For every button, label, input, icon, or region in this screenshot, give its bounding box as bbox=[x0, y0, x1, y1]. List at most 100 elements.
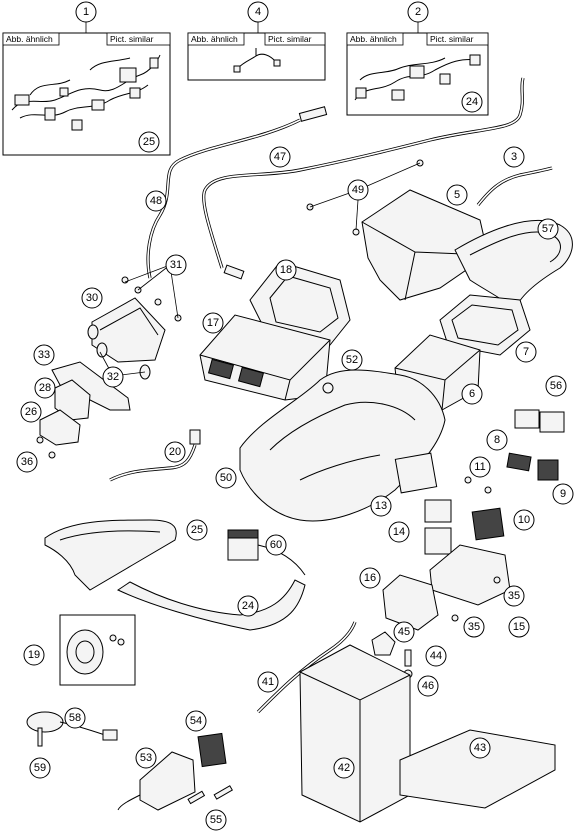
svg-text:10: 10 bbox=[518, 514, 530, 526]
part-9-connector bbox=[537, 459, 559, 481]
svg-text:59: 59 bbox=[34, 762, 46, 774]
callout-33: 33 bbox=[33, 344, 55, 366]
callout-32: 32 bbox=[102, 366, 124, 388]
part-36-screws bbox=[36, 436, 56, 459]
callout-50: 50 bbox=[215, 467, 237, 489]
svg-text:14: 14 bbox=[393, 526, 405, 538]
inset-panel-wiring-harness-main: Abb. ähnlich Pict. similar bbox=[2, 22, 171, 156]
cable-47 bbox=[202, 77, 525, 280]
part-10-relay bbox=[471, 507, 505, 541]
callout-20: 20 bbox=[164, 441, 186, 463]
part-14-fuses bbox=[424, 499, 452, 555]
part-58-sensor bbox=[26, 711, 118, 741]
svg-text:11: 11 bbox=[474, 461, 485, 473]
part-28-relay bbox=[54, 379, 91, 421]
part-43-pad bbox=[399, 729, 556, 809]
svg-text:8: 8 bbox=[494, 434, 500, 446]
svg-text:31: 31 bbox=[170, 259, 182, 271]
callout-4: 4 bbox=[247, 1, 269, 23]
svg-text:48: 48 bbox=[150, 195, 162, 207]
callout-45: 45 bbox=[393, 621, 415, 643]
callout-41: 41 bbox=[257, 671, 279, 693]
part-53-module bbox=[117, 751, 196, 811]
svg-text:1: 1 bbox=[83, 6, 89, 18]
callout-35: 35 bbox=[503, 585, 525, 607]
inset-left-label-de: Abb. ähnlich bbox=[6, 34, 53, 44]
svg-text:35: 35 bbox=[508, 590, 520, 602]
part-45-terminal bbox=[371, 631, 396, 656]
callout-54: 54 bbox=[185, 710, 207, 732]
callout-14: 14 bbox=[388, 521, 410, 543]
part-33-bracket bbox=[51, 361, 131, 411]
callout-26: 26 bbox=[20, 401, 42, 423]
svg-text:9: 9 bbox=[560, 488, 566, 500]
part-50-tray bbox=[239, 369, 446, 522]
inset-right-label-en: Pict. similar bbox=[430, 34, 474, 44]
callout-52: 52 bbox=[341, 349, 363, 371]
svg-text:32: 32 bbox=[107, 371, 119, 383]
callout-57: 57 bbox=[537, 218, 559, 240]
svg-text:13: 13 bbox=[375, 500, 387, 512]
cable-41 bbox=[256, 621, 357, 714]
part-59-screw bbox=[37, 727, 43, 747]
callout-60: 60 bbox=[265, 534, 287, 556]
svg-text:20: 20 bbox=[169, 446, 181, 458]
svg-text:7: 7 bbox=[523, 346, 529, 358]
svg-text:24: 24 bbox=[466, 96, 478, 108]
svg-text:28: 28 bbox=[39, 382, 51, 394]
part-11-nuts bbox=[464, 476, 492, 494]
svg-text:57: 57 bbox=[542, 223, 554, 235]
svg-text:44: 44 bbox=[430, 650, 442, 662]
callout-17: 17 bbox=[202, 312, 224, 334]
part-52-nut bbox=[322, 382, 334, 394]
svg-text:55: 55 bbox=[210, 814, 222, 826]
svg-text:17: 17 bbox=[207, 317, 219, 329]
svg-text:26: 26 bbox=[25, 406, 37, 418]
inset-left-label-en: Pict. similar bbox=[110, 34, 154, 44]
callout-19: 19 bbox=[23, 644, 45, 666]
svg-text:53: 53 bbox=[140, 752, 152, 764]
svg-text:35: 35 bbox=[468, 621, 480, 633]
callout-36: 36 bbox=[16, 451, 38, 473]
callout-56: 56 bbox=[545, 375, 567, 397]
callout-7: 7 bbox=[515, 341, 537, 363]
callout-58: 58 bbox=[64, 707, 86, 729]
svg-text:5: 5 bbox=[454, 189, 460, 201]
callout-9: 9 bbox=[552, 483, 574, 505]
part-60-relay bbox=[227, 529, 306, 576]
callout-49: 49 bbox=[347, 179, 369, 201]
callout-3: 3 bbox=[503, 146, 525, 168]
svg-text:25: 25 bbox=[191, 524, 203, 536]
callout-48: 48 bbox=[145, 190, 167, 212]
svg-text:58: 58 bbox=[69, 712, 81, 724]
callout-24: 24 bbox=[237, 595, 259, 617]
inset-right-label-de: Abb. ähnlich bbox=[350, 34, 397, 44]
svg-text:15: 15 bbox=[513, 621, 525, 633]
cable-3 bbox=[476, 166, 553, 206]
svg-text:41: 41 bbox=[262, 676, 274, 688]
callout-42: 42 bbox=[333, 757, 355, 779]
callout-47: 47 bbox=[269, 146, 291, 168]
callout-55: 55 bbox=[205, 809, 227, 831]
part-8-connector bbox=[506, 452, 532, 472]
svg-text:47: 47 bbox=[274, 151, 286, 163]
svg-text:42: 42 bbox=[338, 762, 350, 774]
svg-text:56: 56 bbox=[550, 380, 562, 392]
callout-46: 46 bbox=[417, 675, 439, 697]
callout-28: 28 bbox=[34, 377, 56, 399]
part-55-screws bbox=[187, 785, 233, 805]
part-54-cap bbox=[197, 732, 227, 768]
callout-35b: 35 bbox=[463, 616, 485, 638]
part-5-bracket bbox=[361, 189, 489, 301]
svg-text:4: 4 bbox=[255, 6, 261, 18]
inset-center-label-en: Pict. similar bbox=[268, 34, 312, 44]
callout-1: 1 bbox=[75, 1, 97, 23]
part-24-rail bbox=[116, 579, 306, 631]
callout-13: 13 bbox=[370, 495, 392, 517]
callout-25: 25 bbox=[186, 519, 208, 541]
part-56-caps bbox=[514, 409, 565, 433]
cable-20 bbox=[109, 429, 201, 482]
svg-text:46: 46 bbox=[422, 680, 434, 692]
svg-text:6: 6 bbox=[469, 388, 475, 400]
